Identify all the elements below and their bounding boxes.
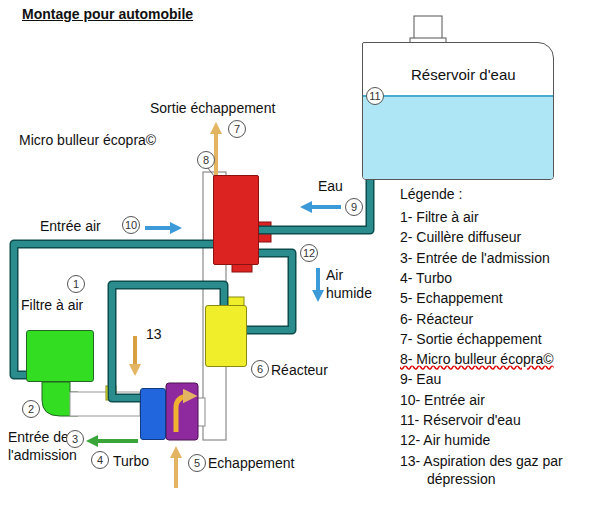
flow-label: Entrée air <box>40 218 101 234</box>
callout-number: 1 <box>67 275 85 293</box>
legend-entry: 6- Réacteur <box>400 310 589 328</box>
turbo-housing <box>166 383 198 440</box>
callout-number: 10 <box>122 216 140 234</box>
legend-entry: 1- Filtre à air <box>400 208 589 226</box>
callout-number: 6 <box>251 360 269 378</box>
legend-entry: 10- Entrée air <box>400 391 597 409</box>
suction-arrow <box>133 336 137 370</box>
callout-number: 2 <box>22 400 40 418</box>
reactor: Réacteur6 <box>205 305 247 367</box>
flow-label: Echappement <box>208 455 294 471</box>
water-fill <box>363 95 553 179</box>
air-filter: Filtre à air1 <box>26 330 94 382</box>
pipe-outline <box>259 180 370 230</box>
callout-number: 3 <box>66 430 84 448</box>
legend-entry: 3- Entrée de l'admission <box>400 249 589 267</box>
legend-entry: 11- Réservoir d'eau <box>400 411 597 429</box>
legend-entry: 4- Turbo <box>400 269 589 287</box>
exhaust-in-arrow <box>174 452 178 488</box>
legend-entry: 8- Micro bulleur écopra© <box>400 350 589 368</box>
water-tank: Réservoir d'eau 11 <box>362 42 554 180</box>
callout-number: 9 <box>345 198 363 216</box>
legend-entry: 9- Eau <box>400 370 589 388</box>
legend-entry: 5- Echappement <box>400 289 589 307</box>
legend-heading: Légende : <box>400 186 462 202</box>
flow-label: Sortie échappement <box>150 100 275 116</box>
exhaust-out-arrow <box>214 128 218 176</box>
callout-number: 12 <box>300 244 318 262</box>
tank-label: Réservoir d'eau <box>411 67 516 83</box>
callout-number: 11 <box>366 87 384 105</box>
flow-label: Eau <box>318 178 343 194</box>
callout-number: 8 <box>197 151 215 169</box>
micro-bubbler: Micro bulleur écopra©8 <box>213 175 259 265</box>
legend-entry: 2- Cuillère diffuseur <box>400 228 589 246</box>
part-label: Turbo <box>113 453 149 469</box>
exhaust-flow-arrow <box>176 396 190 432</box>
callout-number: 13 <box>146 326 162 342</box>
intake-out-arrow <box>92 439 138 443</box>
callout-number: 7 <box>228 120 246 138</box>
part-label: Filtre à air <box>21 297 83 313</box>
air-in-arrow <box>145 226 176 230</box>
humid-air-arrow <box>316 268 320 296</box>
legend-entry: 13- Aspiration des gaz par dépression <box>400 452 597 488</box>
callout-number: 5 <box>188 454 206 472</box>
part-label: Micro bulleur écopra© <box>19 132 156 148</box>
water-pipe <box>259 180 370 230</box>
turbo: Turbo4 <box>140 388 166 440</box>
diagram-title: Montage pour automobile <box>22 6 193 22</box>
legend-entry: 12- Air humide <box>400 431 597 449</box>
flow-label: Air humide <box>326 266 372 302</box>
legend-entry: 7- Sortie échappement <box>400 330 589 348</box>
water-arrow <box>306 205 341 209</box>
part-label: Réacteur <box>271 362 328 378</box>
callout-number: 4 <box>91 451 109 469</box>
